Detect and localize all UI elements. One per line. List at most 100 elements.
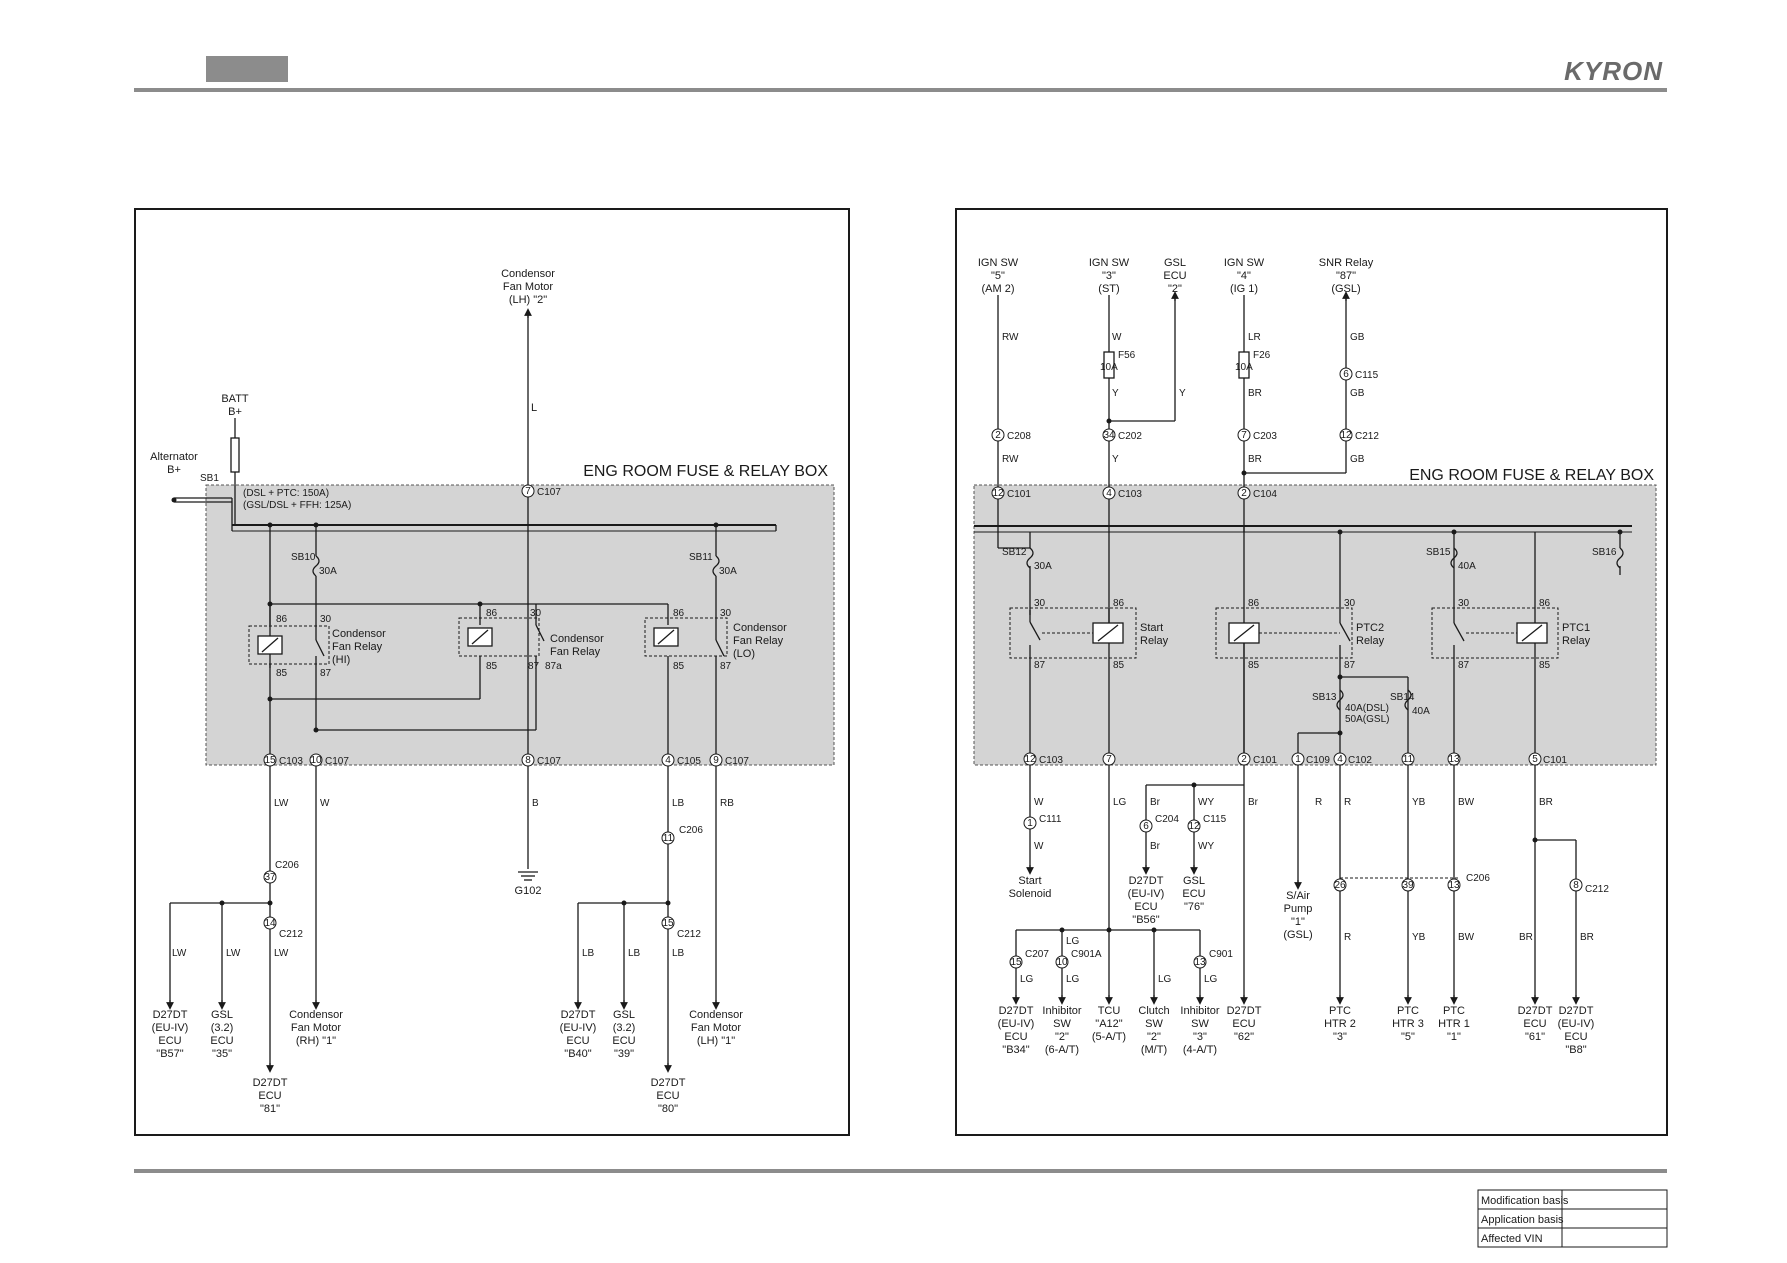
destination-label: D27DT: [1129, 875, 1164, 887]
connector-label: C101: [1007, 489, 1031, 500]
destination-label: ECU: [656, 1090, 679, 1102]
top-motor-label: (LH) "2": [509, 294, 547, 306]
relay-label: Fan Relay: [332, 641, 383, 653]
wire-color: LG: [1020, 974, 1034, 985]
wire-color: L: [531, 402, 537, 414]
source-label: IGN SW: [978, 257, 1019, 269]
destination-label: SW: [1191, 1018, 1209, 1030]
destination-label: Inhibitor: [1180, 1005, 1219, 1017]
fuse-label: SB11: [689, 552, 713, 563]
connector-pin: 11: [663, 833, 674, 844]
relay-pin: 87: [528, 661, 540, 672]
wire-color: R: [1315, 797, 1322, 808]
left-fuse-relay-box: [205, 484, 835, 766]
connector-pin: 14: [264, 918, 276, 929]
connector-pin: 12: [1188, 821, 1200, 832]
wire-color: RW: [1002, 332, 1019, 343]
destination-label: "B34": [1002, 1044, 1029, 1056]
destination-label: Fan Motor: [291, 1022, 341, 1034]
connector-label: C103: [1118, 489, 1142, 500]
connector-label: C105: [677, 756, 701, 767]
wire-color: LG: [1066, 936, 1080, 947]
connector-pin: 8: [525, 755, 531, 766]
wire-color: LG: [1066, 974, 1080, 985]
connector-pin: 4: [1106, 488, 1112, 499]
wire-color: Y: [1179, 388, 1186, 399]
connector-pin: 9: [713, 755, 719, 766]
relay-pin: 87: [1034, 660, 1046, 671]
wire-color: BR: [1519, 932, 1533, 943]
destination-label: "80": [658, 1103, 678, 1115]
fuse-label: SB15: [1426, 547, 1451, 558]
wire-color: WY: [1198, 797, 1214, 808]
connector-pin: 37: [264, 872, 276, 883]
connector-pin: 2: [1241, 488, 1247, 499]
connector-pin: 4: [665, 755, 671, 766]
fuse-label: F26: [1253, 350, 1271, 361]
left-panel-frame: [134, 208, 850, 1136]
destination-label: D27DT: [651, 1077, 686, 1089]
wire-color: LR: [1248, 332, 1261, 343]
connector-label: C203: [1253, 431, 1277, 442]
connector-pin: 15: [662, 918, 674, 929]
connector-pin: 8: [1573, 880, 1579, 891]
destination-label: D27DT: [1559, 1005, 1594, 1017]
source-label: (IG 1): [1230, 283, 1258, 295]
relay-pin: 87: [1344, 660, 1356, 671]
wire-color: R: [1344, 797, 1351, 808]
connector-label: C206: [1466, 873, 1490, 884]
destination-label: (M/T): [1141, 1044, 1167, 1056]
connector-label: C111: [1039, 814, 1062, 825]
relay-pin: 87a: [545, 661, 562, 672]
connector-pin: 39: [1402, 880, 1414, 891]
connector-pin: 6: [1343, 369, 1349, 380]
connector-pin: 10: [310, 755, 322, 766]
destination-label: Condensor: [289, 1009, 343, 1021]
destination-label: "35": [212, 1048, 232, 1060]
destination-label: D27DT: [253, 1077, 288, 1089]
connector-label: C107: [725, 756, 749, 767]
source-label: (GSL): [1331, 283, 1360, 295]
connector-label: C107: [537, 756, 561, 767]
destination-label: (EU-IV): [152, 1022, 189, 1034]
fuse-amp: 10A: [1235, 362, 1253, 373]
destination-label: PTC: [1397, 1005, 1419, 1017]
connector-label: C101: [1253, 755, 1277, 766]
relay-pin: 30: [320, 614, 332, 625]
destination-label: ECU: [1564, 1031, 1587, 1043]
wire-color: BW: [1458, 932, 1475, 943]
destination-label: HTR 1: [1438, 1018, 1470, 1030]
brand-logo: KYRON: [1564, 56, 1663, 86]
relay-label: Relay: [1140, 635, 1169, 647]
destination-label: Start: [1018, 875, 1041, 887]
destination-label: (5-A/T): [1092, 1031, 1126, 1043]
revision-row-label: Modification basis: [1481, 1195, 1569, 1207]
wire-color: Y: [1112, 454, 1119, 465]
destination-label: "81": [260, 1103, 280, 1115]
wire-color: BR: [1248, 388, 1262, 399]
destination-label: GSL: [211, 1009, 233, 1021]
revision-row-label: Affected VIN: [1481, 1233, 1543, 1245]
destination-label: ECU: [258, 1090, 281, 1102]
connector-label: C901A: [1071, 949, 1102, 960]
sb1-note: (GSL/DSL + FFH: 125A): [243, 500, 351, 511]
header-tab: [206, 56, 288, 82]
destination-label: ECU: [1232, 1018, 1255, 1030]
wire-color: R: [1344, 932, 1351, 943]
wire-color: LW: [172, 948, 187, 959]
destination-label: PTC: [1329, 1005, 1351, 1017]
relay-pin: 86: [673, 608, 685, 619]
connector-pin: 10: [1056, 957, 1068, 968]
left-diagram-panel: ENG ROOM FUSE & RELAY BOX: [134, 208, 850, 1136]
relay-pin: 85: [1113, 660, 1125, 671]
connector-pin: 7: [525, 486, 531, 497]
connector-label: C102: [1348, 755, 1372, 766]
destination-label: D27DT: [561, 1009, 596, 1021]
relay-label: Relay: [1562, 635, 1591, 647]
ground-label: G102: [515, 885, 542, 897]
wire-color: W: [320, 798, 330, 809]
batt-label: BATT: [221, 393, 249, 405]
destination-label: ECU: [1182, 888, 1205, 900]
destination-label: (EU-IV): [1128, 888, 1165, 900]
right-source-labels: IGN SW "5" (AM 2) IGN SW "3" (ST) GSL EC…: [978, 257, 1374, 295]
